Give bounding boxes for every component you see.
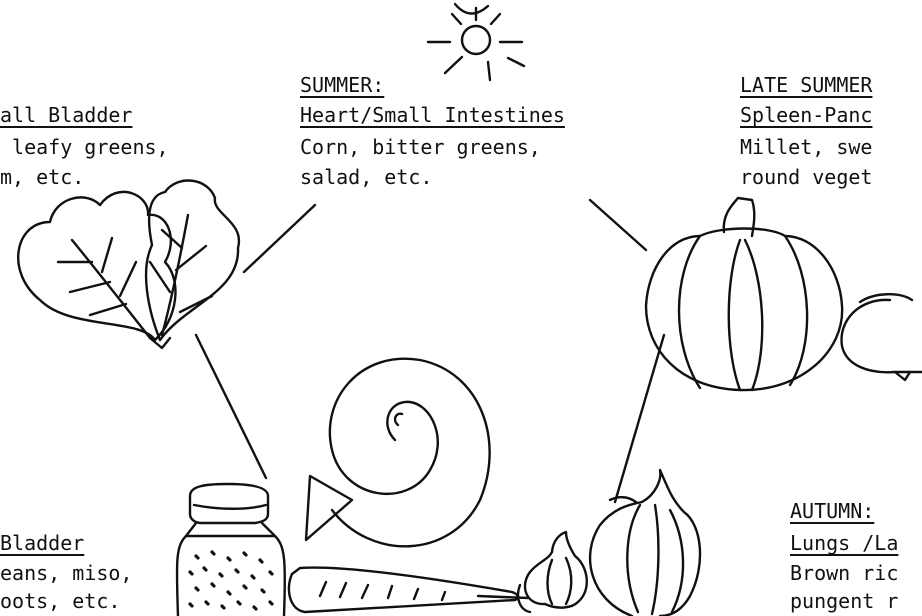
garlic-icon <box>518 532 587 612</box>
connector-spring-winter <box>196 335 266 478</box>
winter-food-line-1: eans, miso, <box>0 560 132 586</box>
autumn-food-line-2: pungent r <box>790 588 898 614</box>
autumn-season-label: AUTUMN: <box>790 498 874 524</box>
sun-icon <box>428 8 524 80</box>
turnip-icon <box>842 294 922 380</box>
connector-latesummer-autumn <box>615 335 664 502</box>
summer-organ-label: Heart/Small Intestines <box>300 102 565 128</box>
spiral-arrow-icon <box>306 359 490 547</box>
pumpkin-icon <box>646 198 842 390</box>
spring-food-line-1: leafy greens, <box>0 134 169 160</box>
winter-organ-label: Bladder <box>0 530 84 556</box>
late-summer-organ-label: Spleen-Panc <box>740 102 872 128</box>
late-summer-food-line-1: Millet, swe <box>740 134 872 160</box>
onion-icon <box>590 470 700 616</box>
winter-food-line-2: oots, etc. <box>0 588 120 614</box>
connector-summer-latesummer <box>590 200 646 250</box>
spring-food-line-2: m, etc. <box>0 164 84 190</box>
summer-food-line-2: salad, etc. <box>300 164 432 190</box>
jar-icon <box>177 484 285 616</box>
autumn-organ-label: Lungs /La <box>790 530 898 556</box>
summer-season-label: SUMMER: <box>300 72 384 98</box>
late-summer-season-label: LATE SUMMER <box>740 72 872 98</box>
late-summer-food-line-2: round veget <box>740 164 872 190</box>
top-arc-fragment <box>455 4 488 14</box>
leafy-greens-icon <box>18 181 239 348</box>
autumn-food-line-1: Brown ric <box>790 560 898 586</box>
spring-organ-label: all Bladder <box>0 102 132 128</box>
summer-food-line-1: Corn, bitter greens, <box>300 134 541 160</box>
connector-spring-summer <box>244 205 315 272</box>
carrot-icon <box>289 568 528 612</box>
